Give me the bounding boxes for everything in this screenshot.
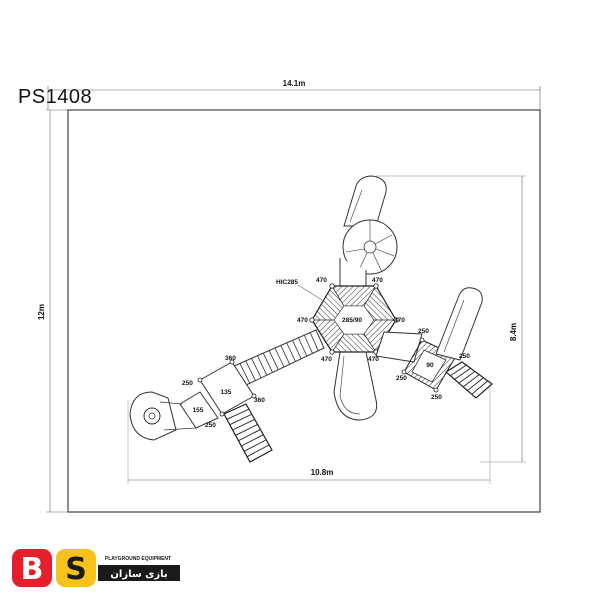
rung	[251, 358, 262, 379]
rung	[309, 332, 319, 351]
rung	[238, 429, 261, 442]
spiral-slide	[339, 175, 398, 293]
deck-left-upper-label: 135	[221, 389, 232, 396]
svg-text:B: B	[21, 552, 44, 587]
model-code: PS1408	[18, 86, 93, 108]
rung	[303, 334, 313, 354]
svg-text:S: S	[65, 552, 87, 587]
height-250-right-side: 250	[459, 353, 470, 360]
rung	[245, 360, 256, 381]
overall-width-label: 14.1m	[283, 79, 306, 88]
hex-main-deck	[309, 283, 399, 355]
logo-s-block	[56, 549, 96, 587]
rope-bridge	[233, 329, 325, 387]
left-stairs	[223, 403, 273, 463]
rung	[467, 377, 484, 391]
right-ladder	[444, 361, 493, 399]
rung	[298, 337, 308, 357]
rung	[226, 408, 250, 420]
equipment-width-label: 10.8m	[311, 468, 334, 477]
hex-deck-label: 285/90	[342, 317, 362, 324]
rung	[262, 352, 273, 373]
height-470-bottom-right: 470	[368, 356, 379, 363]
rung	[239, 363, 251, 384]
overall-width-dimension: 14.1m	[47, 79, 541, 110]
height-250-right-left: 250	[396, 375, 407, 382]
height-470-right: 470	[394, 317, 405, 324]
rung	[454, 367, 471, 380]
brand-tagline: PLAYGROUND EQUIPMENT	[105, 556, 171, 562]
rung	[280, 345, 291, 365]
equipment-height-label: 8.4m	[509, 323, 518, 341]
deck-right-label: 90	[426, 362, 434, 369]
rung	[257, 355, 268, 376]
tube-slide-left	[129, 391, 197, 441]
overall-height-label: 12m	[37, 304, 46, 320]
rung	[235, 424, 258, 436]
height-470-top-right: 470	[372, 277, 383, 284]
safety-zone-border	[67, 109, 541, 513]
rung	[458, 371, 476, 384]
equipment-height-dimension: 8.4m	[376, 175, 526, 463]
rung	[232, 418, 255, 431]
rung	[241, 434, 264, 447]
rung	[462, 374, 480, 388]
rung	[471, 380, 489, 395]
height-250-left: 250	[182, 380, 193, 387]
rung	[450, 364, 467, 377]
hic-label: HIC285	[276, 279, 298, 286]
logo-text-bar	[98, 565, 180, 581]
rung	[229, 413, 252, 426]
height-250-right-top: 250	[418, 328, 429, 335]
right-straight-slide	[435, 287, 483, 361]
deck-left-lower-label: 155	[193, 407, 204, 414]
brand-name: بازی سازان	[110, 569, 167, 580]
height-470-top-left: 470	[316, 277, 327, 284]
deck-posts	[197, 359, 257, 417]
equipment-width-dimension: 10.8m	[127, 380, 491, 484]
logo-b-block	[12, 549, 52, 587]
height-360-top: 360	[225, 355, 236, 362]
height-470-left: 470	[297, 317, 308, 324]
wide-slide	[333, 351, 378, 421]
rung	[274, 347, 285, 368]
rung	[286, 342, 296, 362]
height-250-lower: 250	[205, 422, 216, 429]
rung	[246, 444, 270, 458]
rung	[268, 350, 279, 370]
rung	[244, 439, 267, 452]
brand-logo: B S PLAYGROUND EQUIPMENT بازی سازان	[12, 545, 182, 590]
rung	[292, 340, 302, 360]
left-lower-deck	[179, 391, 219, 429]
height-360-bottom: 360	[254, 397, 265, 404]
height-250-right-bottom: 250	[431, 394, 442, 401]
height-470-bottom-left: 470	[321, 356, 332, 363]
overall-height-dimension: 12m	[37, 109, 68, 513]
